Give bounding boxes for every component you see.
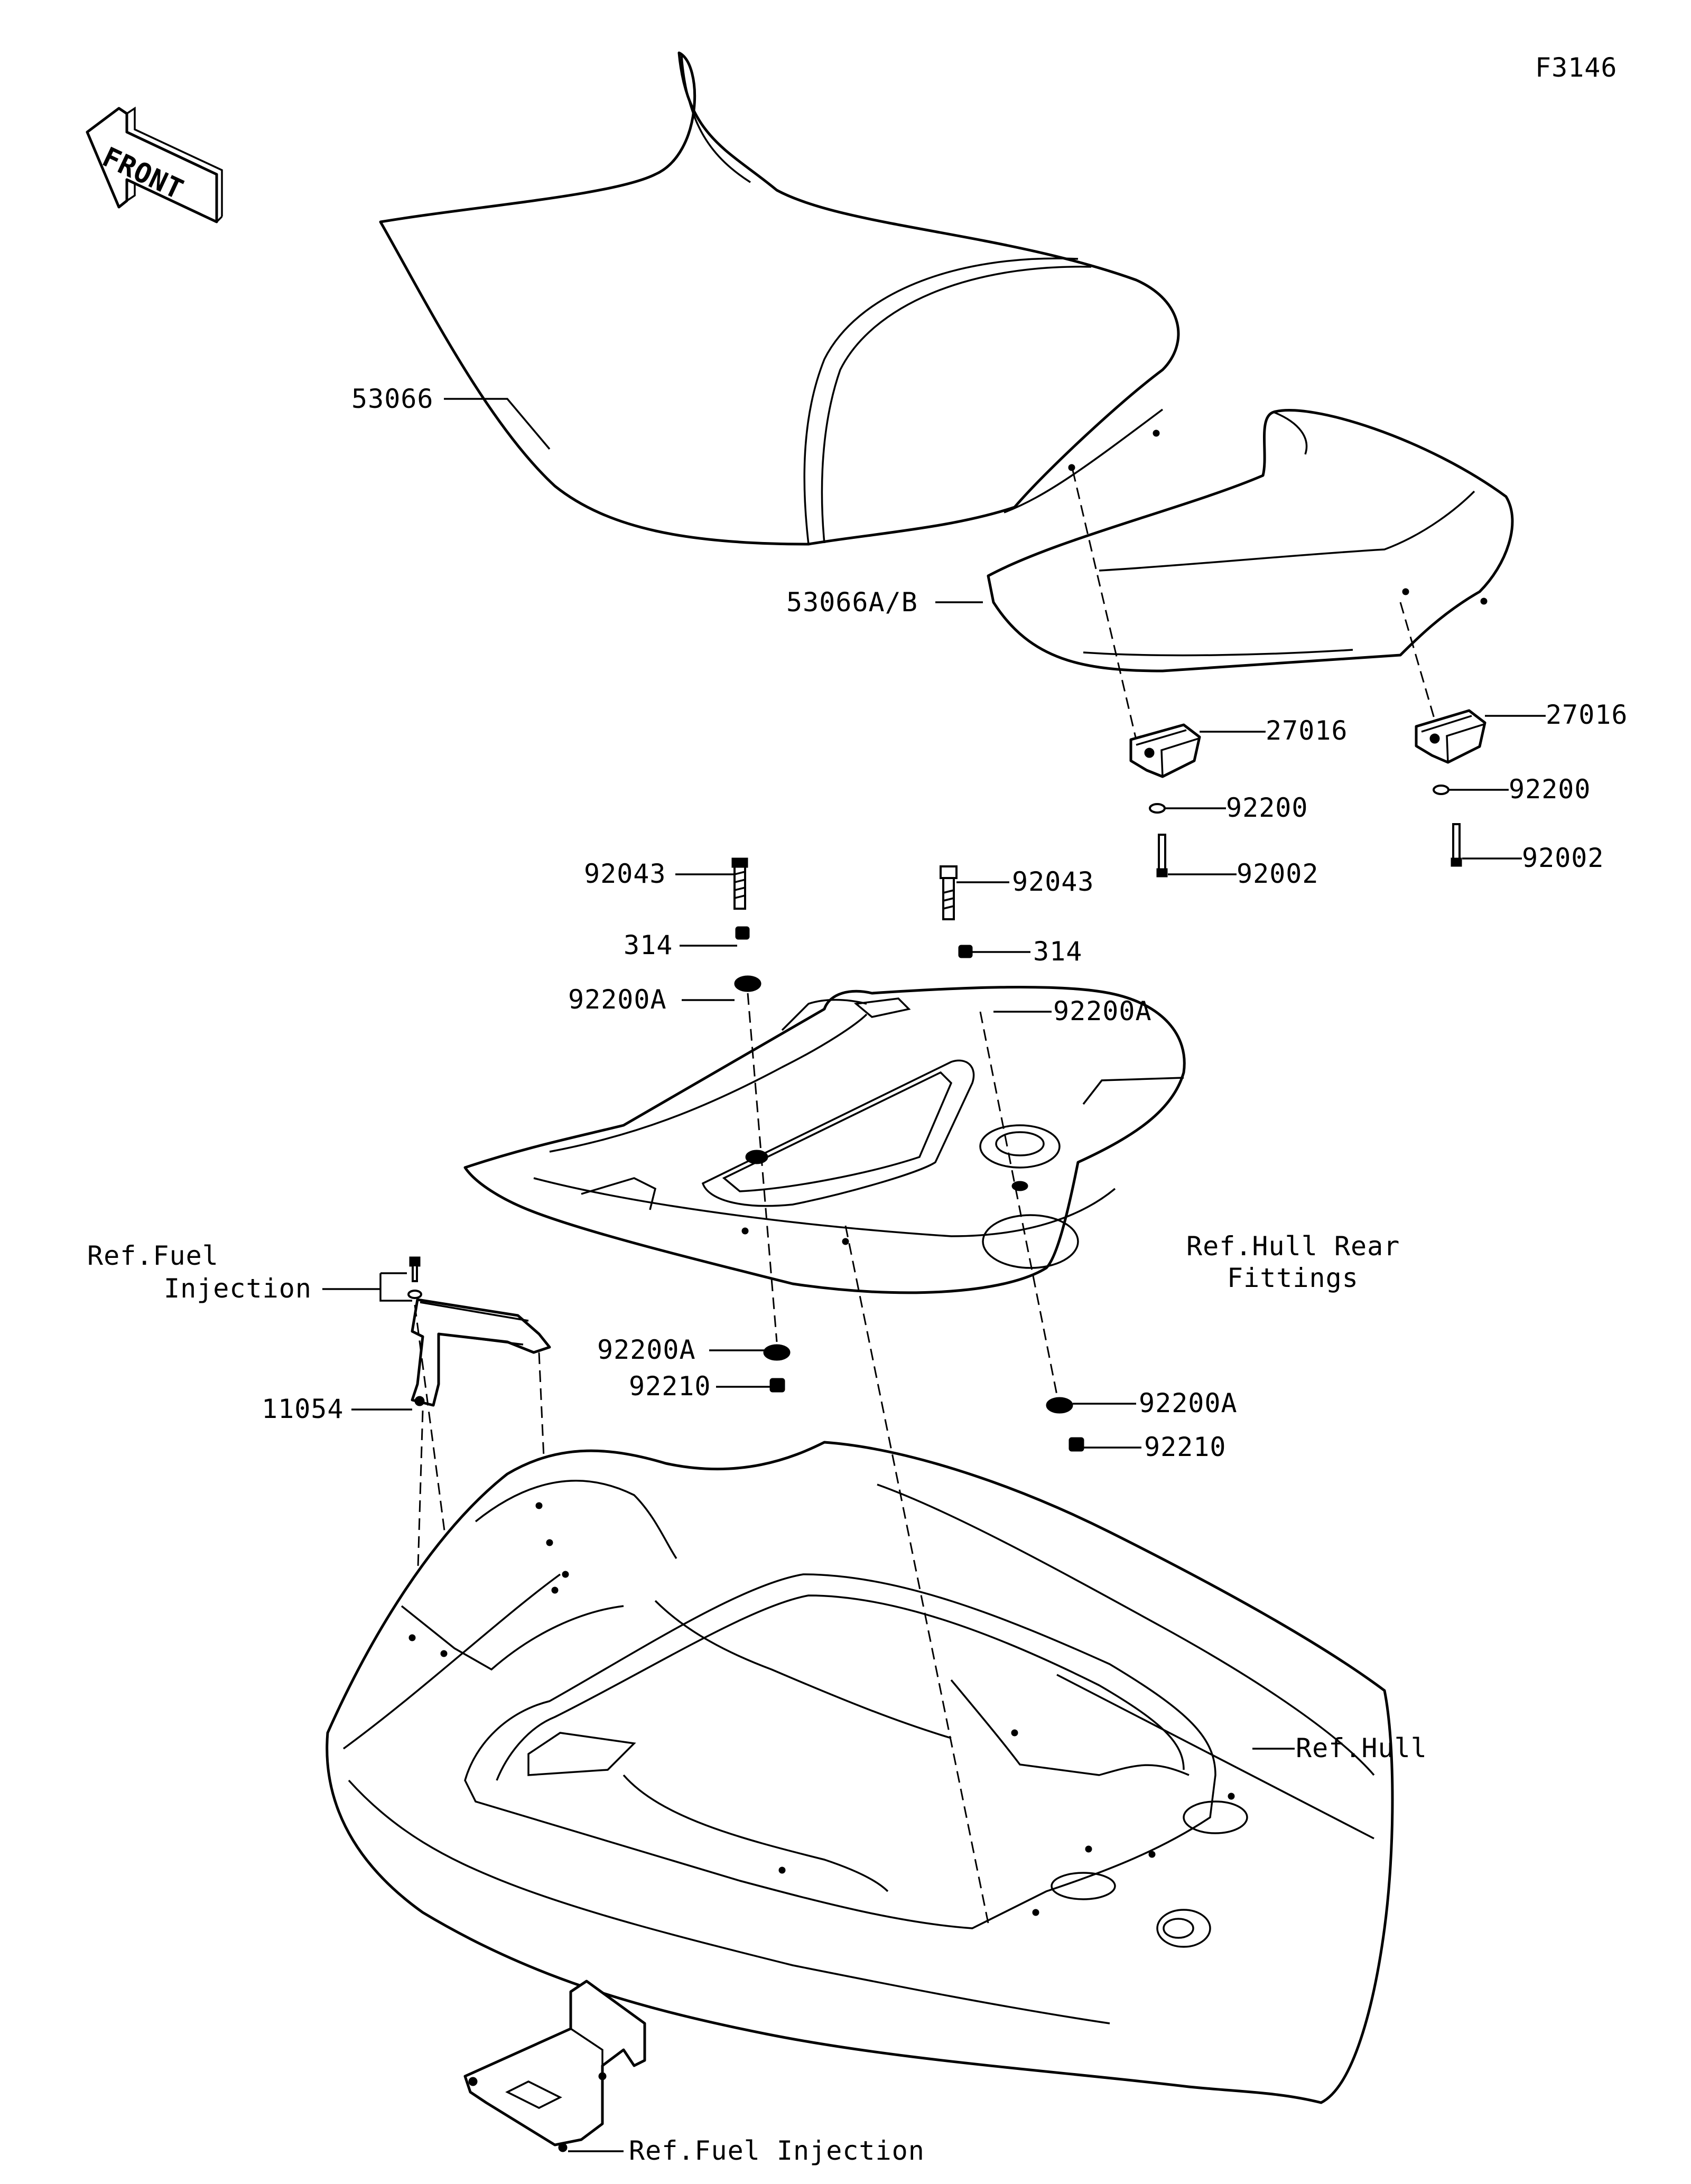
label-bracket: 11054 xyxy=(262,1394,344,1424)
seat-main xyxy=(379,51,1180,546)
dash-stud-right xyxy=(979,1011,1058,1395)
dash-fittings-hull xyxy=(844,1225,989,1924)
label-washerA-upper-left: 92200A xyxy=(568,984,667,1015)
locknut-right xyxy=(1069,1437,1084,1452)
washerA-lower-right xyxy=(1046,1397,1073,1414)
label-ref-hull-rear-2: Fittings xyxy=(1227,1263,1359,1293)
label-bolt-right: 92002 xyxy=(1522,843,1604,873)
leader-lines xyxy=(322,398,1546,2152)
dash-stud-left xyxy=(747,993,778,1342)
label-washer-right: 92200 xyxy=(1509,774,1591,805)
label-ref-fuel-top-1: Ref.Fuel xyxy=(87,1240,219,1271)
label-cover-right: 27016 xyxy=(1546,699,1628,730)
hull xyxy=(326,1441,1394,2104)
label-washer-left: 92200 xyxy=(1226,792,1308,823)
bolt-left xyxy=(1156,834,1168,878)
label-seat-rear: 53066A/B xyxy=(786,587,918,618)
label-ref-hull-rear-1: Ref.Hull Rear xyxy=(1186,1231,1400,1262)
label-seat: 53066 xyxy=(351,384,434,414)
dash-seat-right xyxy=(1399,602,1438,730)
label-stud-right: 92043 xyxy=(1012,866,1094,897)
label-ref-hull: Ref.Hull xyxy=(1296,1733,1427,1763)
label-washerA-lower-right: 92200A xyxy=(1139,1388,1238,1418)
label-ref-fuel-top-2: Injection xyxy=(164,1273,312,1304)
cover-left xyxy=(1129,723,1201,778)
front-arrow-icon: FRONT xyxy=(86,106,223,223)
bolt-right xyxy=(1451,823,1462,867)
label-washerA-lower-left: 92200A xyxy=(597,1334,696,1365)
label-nut-left: 314 xyxy=(624,930,673,960)
hull-rear-fittings xyxy=(463,985,1186,1294)
label-bolt-left: 92002 xyxy=(1237,858,1319,889)
washerA-lower-left xyxy=(763,1344,791,1361)
washerA-upper-left xyxy=(734,975,761,992)
label-stud-left: 92043 xyxy=(584,858,666,889)
label-nut-right: 314 xyxy=(1033,936,1082,967)
seat-rear xyxy=(987,409,1514,673)
ref-fuel-bolt-top xyxy=(407,1256,422,1299)
stud-right xyxy=(940,865,958,920)
nut-right xyxy=(958,945,973,958)
washer-right xyxy=(1433,785,1450,795)
dash-seat-left xyxy=(1072,470,1137,740)
label-washerA-upper-right: 92200A xyxy=(1053,996,1152,1026)
fuel-injection-bracket-bottom xyxy=(463,1980,646,2152)
stud-left xyxy=(731,857,748,910)
label-locknut-right: 92210 xyxy=(1144,1432,1227,1462)
dash-bracket-3 xyxy=(416,1410,424,1585)
locknut-left xyxy=(769,1378,785,1393)
cover-right xyxy=(1415,709,1486,764)
nut-left xyxy=(735,926,750,940)
bracket xyxy=(411,1298,551,1407)
label-locknut-left: 92210 xyxy=(629,1371,711,1402)
label-ref-fuel-bottom: Ref.Fuel Injection xyxy=(629,2135,925,2166)
washer-left xyxy=(1149,803,1166,814)
figure-code: F3146 xyxy=(1535,52,1618,83)
label-cover-left: 27016 xyxy=(1266,715,1348,746)
